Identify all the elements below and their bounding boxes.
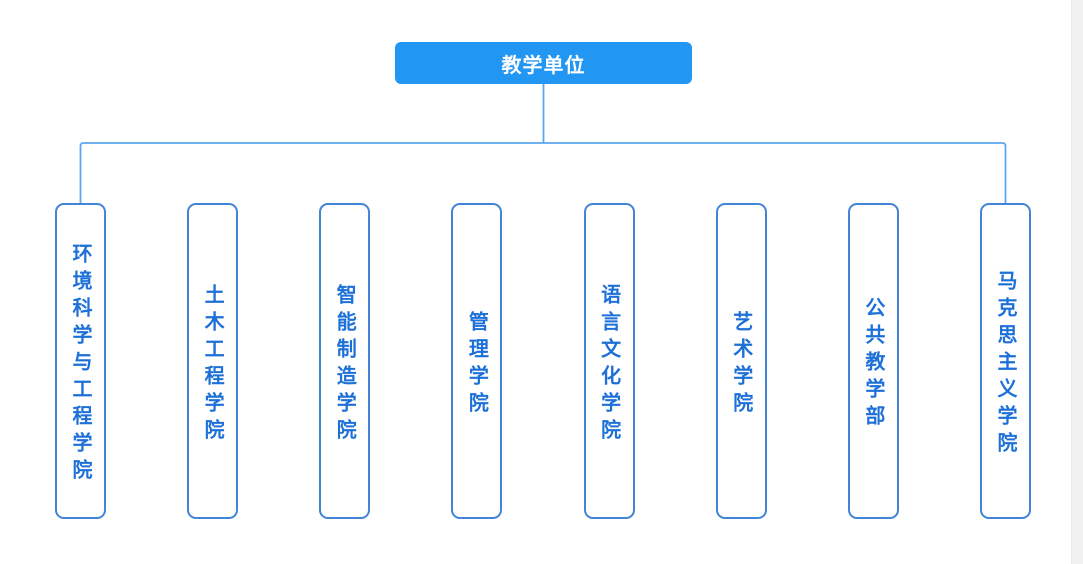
org-node-label: 马克思主义学院 [993, 270, 1016, 459]
org-node: 管理学院 [451, 203, 503, 519]
page-edge-strip [1071, 0, 1083, 564]
org-children-row: 环境科学与工程学院 土木工程学院 智能制造学院 管理学院 语言文化学院 艺术学院… [55, 203, 1031, 519]
org-node: 公共教学部 [847, 203, 899, 519]
org-node-label: 智能制造学院 [333, 283, 356, 446]
org-node-label: 管理学院 [465, 310, 488, 419]
org-node: 马克思主义学院 [979, 203, 1031, 519]
org-node-label: 土木工程学院 [201, 283, 224, 446]
org-node-label: 环境科学与工程学院 [69, 243, 91, 486]
org-node: 智能制造学院 [319, 203, 371, 519]
org-node: 土木工程学院 [187, 203, 239, 519]
org-node-label: 语言文化学院 [597, 283, 620, 446]
org-node-label: 公共教学部 [861, 297, 884, 432]
org-node-label: 艺术学院 [729, 310, 752, 419]
org-node: 环境科学与工程学院 [55, 203, 106, 519]
org-root-label: 教学单位 [501, 54, 586, 77]
org-node: 语言文化学院 [583, 203, 635, 519]
org-node: 艺术学院 [715, 203, 767, 519]
org-root-node: 教学单位 [395, 42, 692, 84]
children-bracket-line [79, 142, 1007, 203]
